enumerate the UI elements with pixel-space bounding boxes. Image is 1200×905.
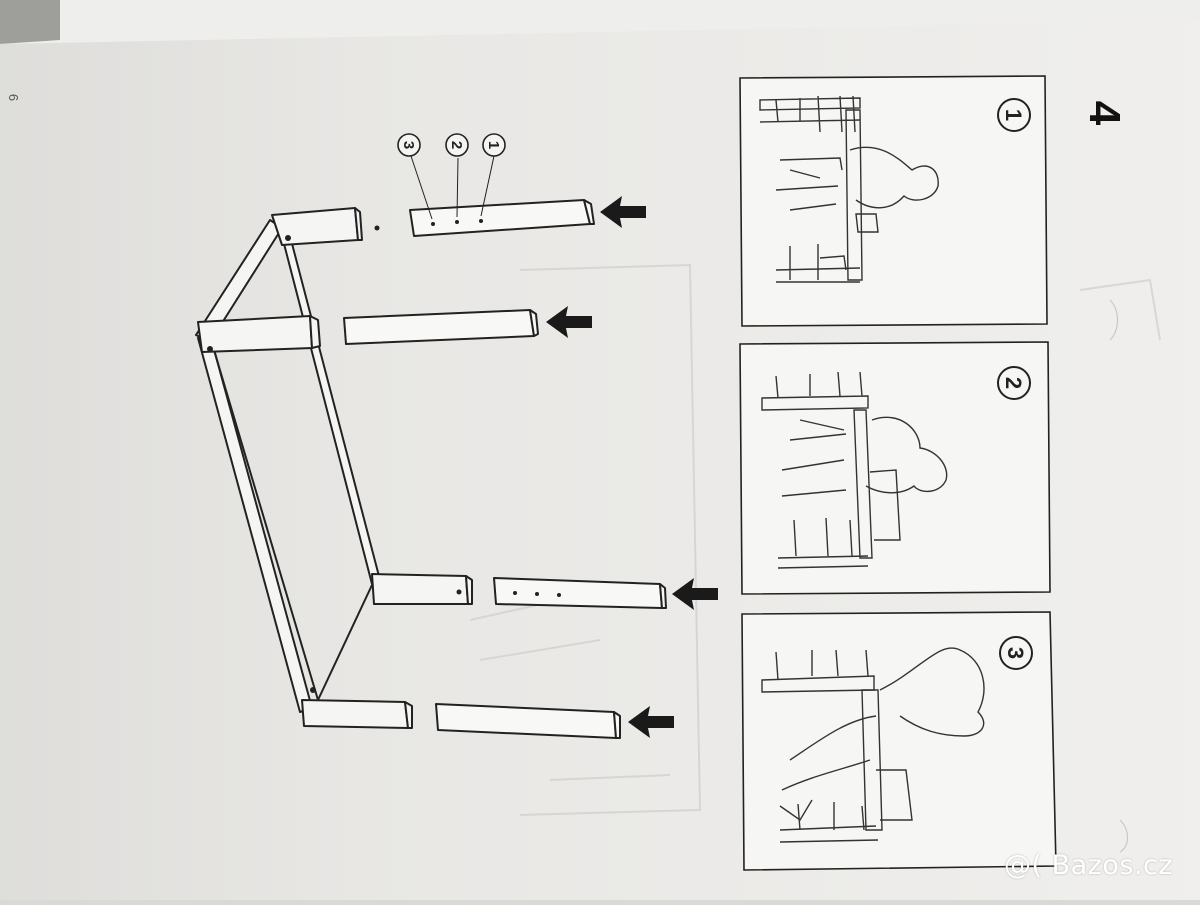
surface-top (0, 0, 1200, 44)
arrow-icon (600, 196, 646, 228)
hole-label-1: 1 (485, 141, 502, 149)
step-number: 4 (1080, 100, 1130, 126)
leg-holes (431, 219, 561, 597)
hole-label-3: 3 (400, 141, 417, 149)
panel-labels: 1 2 3 (997, 98, 1033, 670)
panel-label-3: 3 (1003, 647, 1028, 659)
watermark: @( Bazos.cz (1004, 850, 1174, 881)
panel-1 (739, 75, 1048, 327)
hole-label-leaders (410, 155, 495, 220)
frame-holes (207, 225, 462, 693)
show-through (469, 263, 1161, 816)
arrow-icon (546, 306, 592, 338)
panel-1-scene (759, 95, 939, 283)
surface-corner (0, 0, 60, 44)
leg-3 (493, 577, 663, 609)
panel-3 (741, 611, 1057, 871)
arrow-icon (672, 578, 718, 610)
panel-label-2: 2 (1001, 377, 1026, 389)
usage-panels (739, 75, 1057, 871)
edge-marks (1109, 299, 1129, 853)
panel-2-scene (761, 371, 948, 569)
page-number: 6 (6, 93, 22, 102)
hole-label-2: 2 (448, 141, 465, 149)
hole-label-circles (397, 133, 506, 157)
panel-3-scene (761, 647, 985, 843)
panel-label-1: 1 (1001, 109, 1026, 121)
arrows (546, 196, 718, 738)
arrow-icon (628, 706, 674, 738)
table-frame (195, 207, 473, 729)
panel-2 (739, 341, 1051, 595)
legs (343, 199, 667, 739)
hole-label-numbers: 3 2 1 (400, 141, 502, 149)
